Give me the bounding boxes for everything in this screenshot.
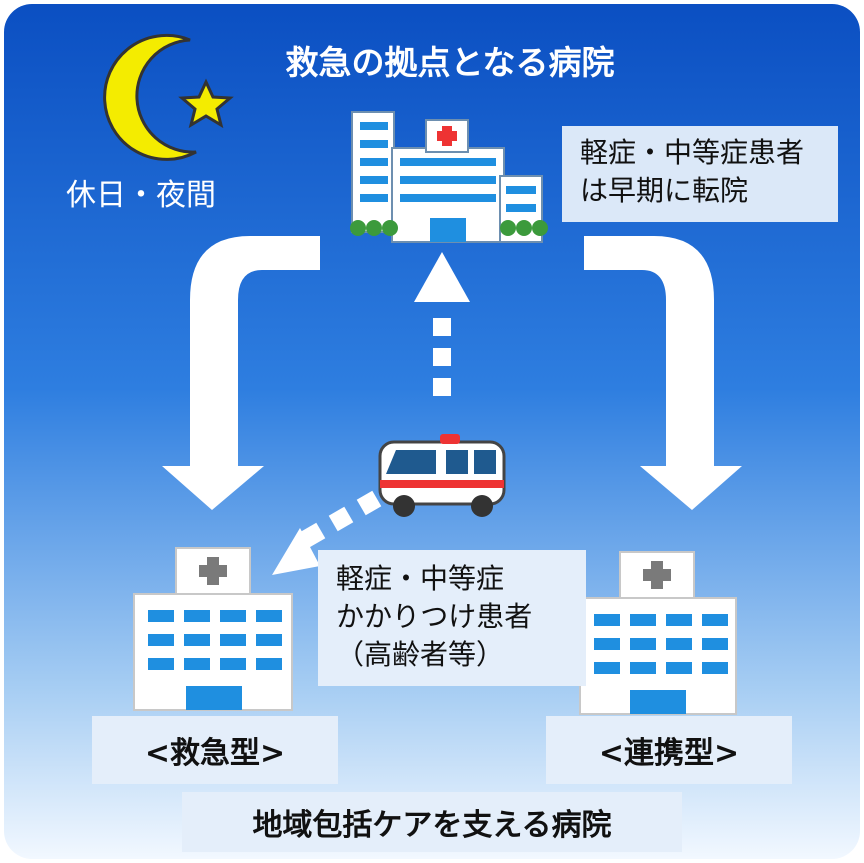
patient-note-box: 軽症・中等症 かかりつけ患者 （高齢者等） [318, 550, 586, 686]
arrow-dotted-up [414, 252, 470, 396]
patient-note-line-1: 軽症・中等症 [336, 562, 505, 595]
diagram-title: 救急の拠点となる病院 [285, 43, 615, 82]
top-note-box: 軽症・中等症患者 は早期に転院 [562, 126, 838, 222]
left-hospital-label: <救急型> [92, 716, 338, 784]
arrow-dotted-diagonal [272, 490, 382, 575]
star-icon [178, 78, 234, 129]
arrow-right-curved [584, 236, 742, 510]
right-hospital-label: <連携型> [546, 716, 792, 784]
left-hospital-label-text: <救急型> [144, 736, 286, 771]
top-note-line-2: は早期に転院 [580, 174, 749, 207]
hospital-small-icon-left [133, 547, 293, 711]
moon-icon [103, 33, 197, 161]
right-hospital-label-text: <連携型> [598, 736, 740, 771]
patient-note-line-2: かかりつけ患者 [336, 600, 533, 633]
ambulance-icon [378, 434, 506, 517]
arrow-left-curved [162, 236, 320, 510]
bottom-caption: 地域包括ケアを支える病院 [182, 792, 682, 852]
time-label: 休日・夜間 [66, 178, 216, 213]
bottom-caption-text: 地域包括ケアを支える病院 [252, 808, 612, 843]
hospital-large-icon [350, 111, 548, 243]
top-note-line-1: 軽症・中等症患者 [580, 136, 805, 169]
hospital-small-icon-right [579, 551, 737, 715]
patient-note-line-3: （高齢者等） [336, 638, 505, 671]
